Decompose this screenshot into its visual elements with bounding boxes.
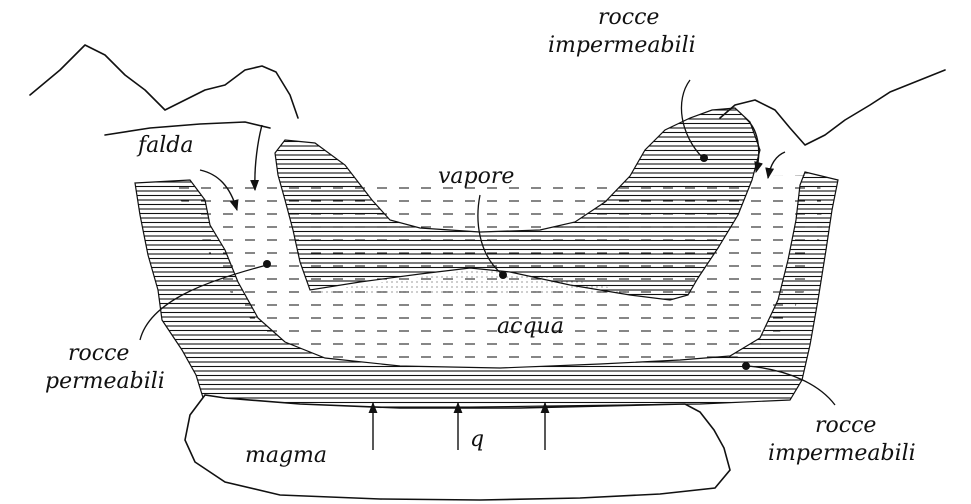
point-rocce-impermeabili-bottom xyxy=(742,362,750,370)
mountain-profile-left xyxy=(30,45,298,118)
label-q: q xyxy=(470,427,484,452)
label-rocce-impermeabili-top-line1: rocce xyxy=(598,5,659,30)
label-rocce-permeabili-line1: rocce xyxy=(68,341,129,366)
point-rocce-permeabili xyxy=(263,260,271,268)
point-rocce-impermeabili-top xyxy=(700,154,708,162)
recharge-arrow-4 xyxy=(768,152,785,178)
label-vapore: vapore xyxy=(438,164,514,189)
label-rocce-impermeabili-bottom-line2: impermeabili xyxy=(768,441,916,466)
label-acqua: acqua xyxy=(497,314,564,339)
point-vapore xyxy=(499,271,507,279)
label-magma: magma xyxy=(245,443,327,468)
label-rocce-impermeabili-top-line2: impermeabili xyxy=(548,33,696,58)
label-rocce-permeabili-line2: permeabili xyxy=(45,369,165,394)
recharge-arrow-2 xyxy=(255,125,262,190)
label-rocce-impermeabili-bottom-line1: rocce xyxy=(815,413,876,438)
label-falda: falda xyxy=(136,133,194,158)
